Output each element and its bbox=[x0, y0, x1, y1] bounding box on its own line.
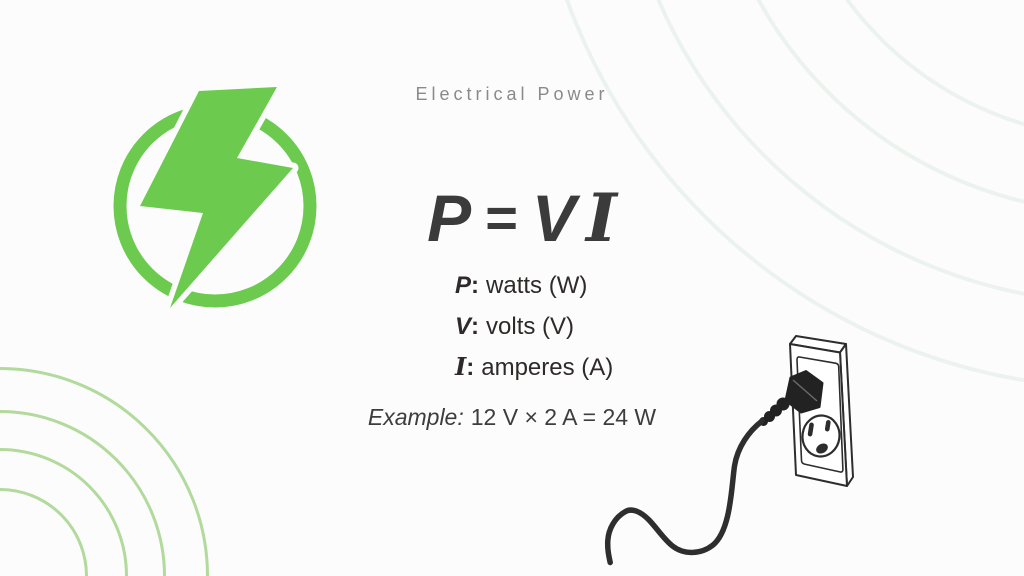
formula-symbol-i: I bbox=[585, 179, 617, 257]
formula-equals: = bbox=[485, 186, 518, 249]
definition-text: amperes (A) bbox=[481, 354, 614, 381]
definition-row-amperes: I:amperes (A) bbox=[455, 352, 614, 381]
plug-cord bbox=[604, 418, 765, 566]
definition-symbol: I bbox=[455, 352, 467, 381]
lightning-bolt-icon bbox=[134, 81, 299, 314]
definition-text: volts (V) bbox=[486, 312, 575, 340]
definition-row-volts: V:volts (V) bbox=[455, 312, 575, 340]
example-text: 12 V × 2 A = 24 W bbox=[470, 404, 657, 430]
socket-ground-hole bbox=[816, 443, 828, 454]
definition-text: watts (W) bbox=[486, 272, 588, 299]
definition-row-watts: P:watts (W) bbox=[455, 272, 588, 299]
socket-slot-right bbox=[824, 420, 831, 432]
formula-symbol-p: P bbox=[427, 181, 472, 255]
example-line: Example:12 V × 2 A = 24 W bbox=[0, 402, 1024, 432]
formula-symbol-v: V bbox=[531, 181, 576, 255]
outlet-inner-plate bbox=[796, 356, 844, 473]
decor-arc-bottom-left-4 bbox=[0, 367, 209, 576]
power-plug-outlet-illustration bbox=[604, 335, 854, 566]
socket-slot-left bbox=[807, 422, 814, 437]
plug-icon bbox=[759, 370, 824, 426]
example-label: Example: bbox=[367, 404, 464, 430]
definition-symbol: P bbox=[455, 272, 472, 299]
definition-symbol: V bbox=[455, 312, 472, 340]
variable-definitions: P:watts (W) V:volts (V) I:amperes (A) bbox=[455, 266, 613, 389]
page-title: Electrical Power bbox=[415, 84, 609, 104]
lightning-bolt-circle-icon bbox=[113, 81, 317, 314]
